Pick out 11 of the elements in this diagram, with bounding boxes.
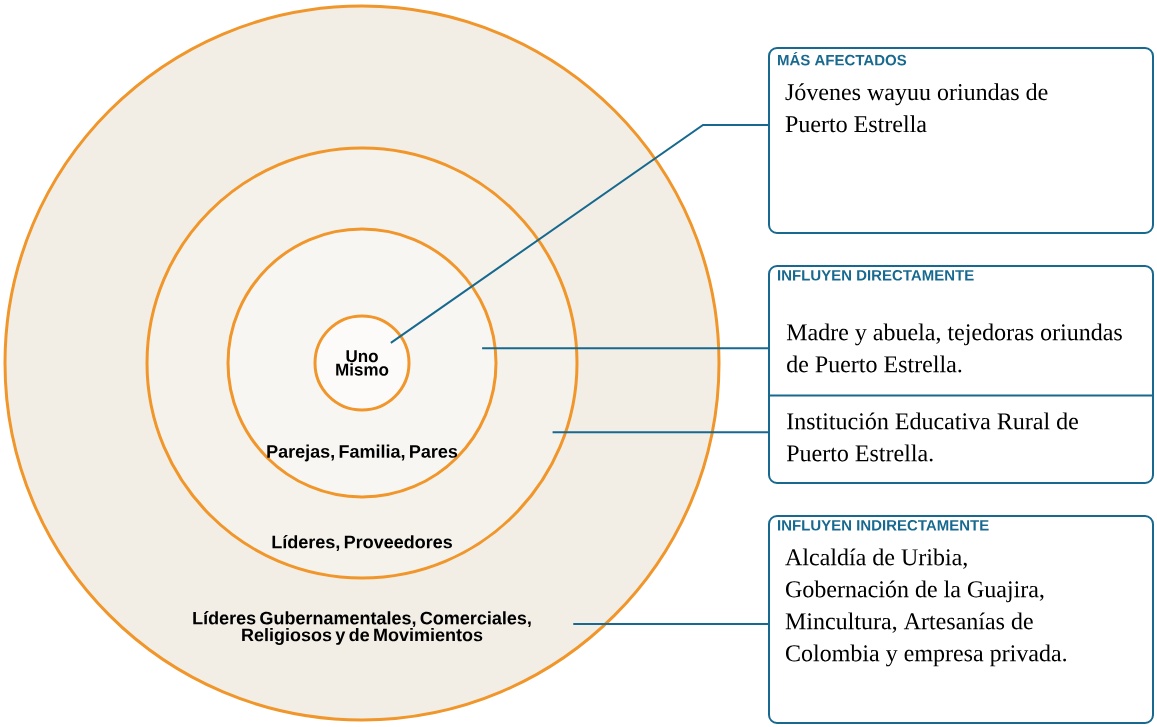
text-box: INFLUYEN INDIRECTAMENTE Alcaldía de Uribia, Gobernación de la Guajira, Mincultura, Artesanías de Colombia y empresa privada. xyxy=(768,515,1154,724)
leader-line xyxy=(572,622,769,625)
leader-line xyxy=(551,431,769,434)
box-text: Madre y abuela, tejedoras oriundas de Puerto Estrella. xyxy=(786,323,1122,373)
ring-label: Parejas, Familia, Pares xyxy=(267,444,458,462)
text-box: MÁS AFECTADOS Jóvenes wayuu oriundas de Puerto Estrella xyxy=(768,47,1154,234)
leader-line xyxy=(389,124,769,344)
ring-label: Líderes, Proveedores xyxy=(272,535,452,551)
leader-line xyxy=(481,347,769,350)
box-text: Institución Educativa Rural de Puerto Estrella. xyxy=(786,412,1078,462)
ring-label: Líderes Gubernamentales, Comerciales, Religiosos y de Movimientos xyxy=(193,611,531,645)
